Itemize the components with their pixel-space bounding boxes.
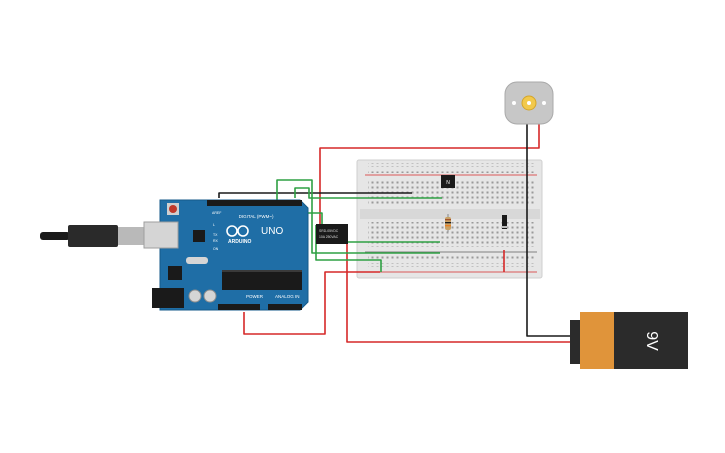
power-header: [218, 304, 260, 310]
arduino-brand-label: ARDUINO: [228, 239, 251, 245]
wire-red-motor: [319, 122, 540, 225]
on-label: ON: [213, 247, 219, 251]
capacitor: [203, 289, 217, 303]
transistor: N: [441, 175, 455, 188]
digital-header: [207, 200, 302, 206]
relay: SRD-05VDC 10A 250VAC: [316, 224, 348, 244]
usb-jack: [143, 221, 179, 249]
relay-label-bottom: 10A 250VAC: [319, 235, 339, 239]
header-digital-label: DIGITAL (PWM~): [239, 214, 274, 219]
tx-label: TX: [213, 233, 218, 237]
relay-label-top: SRD-05VDC: [319, 229, 339, 233]
rx-label: RX: [213, 239, 219, 243]
header-analog-label: ANALOG IN: [275, 294, 300, 299]
resistor: [445, 214, 451, 232]
wire-green-2: [294, 187, 442, 199]
diode: [502, 215, 507, 229]
capacitor: [188, 289, 202, 303]
wire-red-5v: [243, 271, 380, 335]
battery-9v: 9V: [570, 312, 688, 369]
wire-black-motor: [526, 112, 575, 337]
arduino-uno-board: DIGITAL (PWM~) AREF ARDUINO UNO TX RX L …: [40, 199, 309, 311]
power-jack: [152, 288, 184, 308]
l-label: L: [213, 223, 215, 227]
transistor-label: N: [446, 180, 450, 186]
arduino-logo-icon: [226, 225, 249, 237]
aref-label: AREF: [212, 211, 221, 215]
arduino-model-label: UNO: [261, 226, 283, 237]
dc-motor: [504, 81, 554, 125]
wire-green-1: [276, 179, 440, 254]
header-power-label: POWER: [246, 294, 264, 299]
wire-red-relay-battery: [346, 244, 575, 343]
analog-header: [268, 304, 302, 310]
battery-voltage-label: 9V: [643, 331, 660, 351]
atmega-chip: [222, 270, 302, 290]
usb-cable: [40, 232, 70, 240]
wire-black-gnd: [218, 192, 412, 198]
